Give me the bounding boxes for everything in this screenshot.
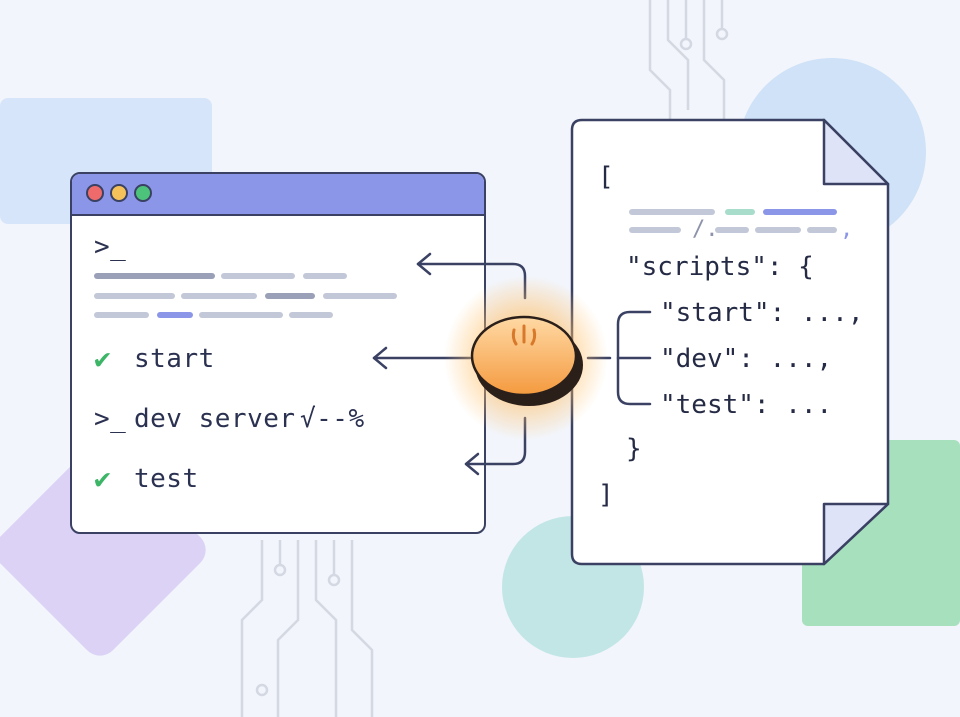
terminal-line-start: start bbox=[134, 344, 215, 374]
arrow-to-prompt bbox=[416, 252, 527, 300]
json-entry-test: "test": ... bbox=[660, 390, 833, 420]
check-icon: ✔ bbox=[94, 462, 111, 495]
terminal-window: >_ ✔ start >_ dev server √--% ✔ test bbox=[70, 172, 486, 534]
check-icon: ✔ bbox=[94, 342, 111, 375]
json-close-bracket: ] bbox=[598, 480, 614, 510]
arrow-to-test bbox=[464, 416, 527, 476]
json-open-bracket: [ bbox=[598, 162, 614, 192]
terminal-prompt: >_ bbox=[94, 232, 127, 262]
bun-logo-icon bbox=[444, 276, 608, 440]
terminal-line-test: test bbox=[134, 464, 199, 494]
json-close-brace: } bbox=[626, 434, 642, 464]
prompt-icon: >_ bbox=[94, 404, 127, 434]
json-entry-start: "start": ..., bbox=[660, 298, 864, 328]
json-entry-dev: "dev": ..., bbox=[660, 344, 833, 374]
svg-text:/.: /. bbox=[692, 217, 719, 242]
close-dot-icon bbox=[86, 184, 104, 202]
terminal-titlebar bbox=[72, 174, 484, 216]
json-scripts-key: "scripts": { bbox=[626, 252, 814, 282]
minimize-dot-icon bbox=[110, 184, 128, 202]
terminal-line-dev-server: dev server bbox=[134, 404, 296, 434]
svg-text:,: , bbox=[840, 217, 853, 242]
maximize-dot-icon bbox=[134, 184, 152, 202]
package-json-document: /. , bbox=[570, 118, 890, 566]
terminal-output-placeholder-lines bbox=[94, 273, 397, 318]
terminal-line-dev-progress: √--% bbox=[300, 404, 365, 434]
